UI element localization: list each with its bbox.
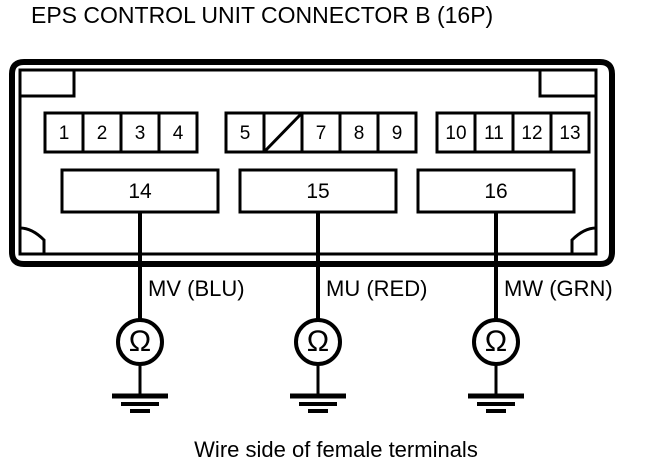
terminal-label-14: 14 xyxy=(128,180,152,203)
terminal-label-15: 15 xyxy=(306,180,330,203)
ohmmeter-mw xyxy=(468,318,524,413)
wire-label-mv: MV (BLU) xyxy=(148,276,245,301)
pin-label-7: 7 xyxy=(315,123,327,144)
ohm-symbol-mv: Ω xyxy=(128,325,152,358)
wire-label-mw: MW (GRN) xyxy=(504,276,613,301)
ohmmeter-mu xyxy=(290,318,346,413)
diagram-title: EPS CONTROL UNIT CONNECTOR B (16P) xyxy=(31,2,494,28)
pin-label-13: 13 xyxy=(559,123,581,144)
pin-label-1: 1 xyxy=(58,123,70,144)
pin-group-middle xyxy=(224,111,418,154)
terminal-label-16: 16 xyxy=(484,180,508,203)
corner-tab-top-right xyxy=(538,70,596,98)
ohmmeter-mv xyxy=(112,318,168,413)
ohm-symbol-mw: Ω xyxy=(484,325,508,358)
pin-label-9: 9 xyxy=(391,123,403,144)
pin-label-5: 5 xyxy=(239,123,251,144)
diagram-caption: Wire side of female terminals xyxy=(194,437,478,462)
corner-tab-bottom-right xyxy=(570,226,597,254)
pin-group-right xyxy=(435,111,591,154)
pin-label-3: 3 xyxy=(134,123,146,144)
pin-label-11: 11 xyxy=(484,123,504,144)
connector-outer-shell xyxy=(9,59,615,267)
pin-label-2: 2 xyxy=(96,123,108,144)
corner-tab-top-left xyxy=(20,70,76,98)
ohm-symbol-mu: Ω xyxy=(306,325,330,358)
pin-group-left xyxy=(43,111,199,154)
pin-label-12: 12 xyxy=(521,123,543,144)
pin-label-4: 4 xyxy=(172,123,184,144)
pin-label-8: 8 xyxy=(353,123,365,144)
blank-cavity-slash xyxy=(263,112,303,153)
connector-inner-body xyxy=(18,68,598,256)
pin-label-10: 10 xyxy=(445,123,467,144)
corner-tab-bottom-left xyxy=(19,226,46,254)
wire-label-mu: MU (RED) xyxy=(326,276,428,301)
